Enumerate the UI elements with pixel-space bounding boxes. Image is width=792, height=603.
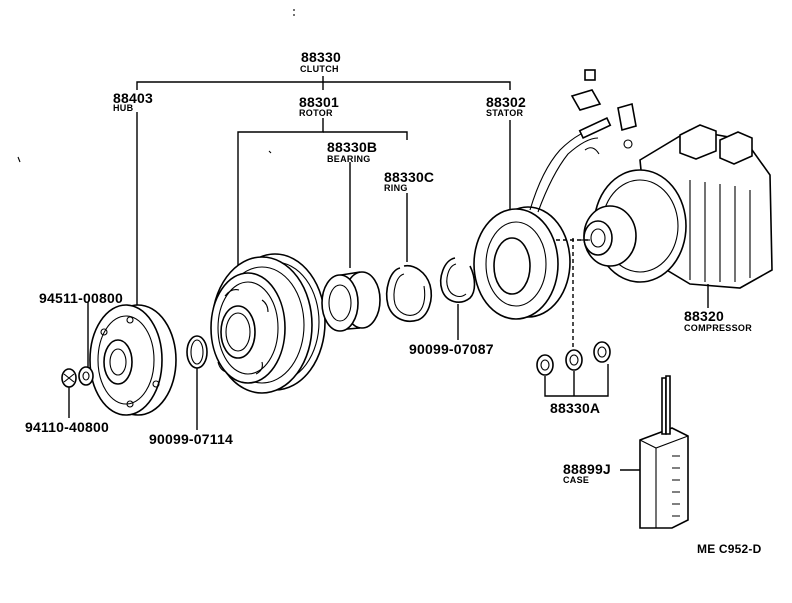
adjusting-shims bbox=[536, 341, 611, 397]
diagram-code: ME C952-D bbox=[697, 542, 762, 556]
wire-connector-hardware bbox=[570, 69, 637, 155]
case-name: CASE bbox=[563, 475, 590, 485]
oil-case bbox=[620, 375, 689, 529]
compressor-body bbox=[580, 124, 773, 308]
hub-name: HUB bbox=[113, 103, 134, 113]
stator-part-number: 88302 bbox=[486, 94, 526, 110]
stator-name: STATOR bbox=[486, 108, 524, 118]
compressor-name: COMPRESSOR bbox=[684, 323, 753, 333]
clutch-hub bbox=[89, 304, 177, 416]
bolt-part-number: 94511-00800 bbox=[39, 290, 123, 306]
rotor-bearing bbox=[321, 271, 381, 332]
snap-ring-hub-part-number: 90099-07114 bbox=[149, 431, 233, 447]
case-part-number: 88899J bbox=[563, 461, 611, 477]
clutch-part-number: 88330 bbox=[301, 49, 341, 65]
shims-part-number: 88330A bbox=[550, 400, 601, 416]
retaining-ring bbox=[385, 264, 433, 322]
bearing-name: BEARING bbox=[327, 154, 371, 164]
rotor-name: ROTOR bbox=[299, 108, 333, 118]
hub-nut bbox=[61, 368, 77, 418]
snap-ring-stator-part-number: 90099-07087 bbox=[409, 341, 494, 357]
ring-part-number: 88330C bbox=[384, 169, 435, 185]
clutch-name: CLUTCH bbox=[300, 64, 339, 74]
snap-ring-small bbox=[186, 335, 208, 430]
clutch-bracket-lines bbox=[136, 76, 511, 318]
hub-bolt bbox=[78, 302, 94, 386]
ring-name: RING bbox=[384, 183, 408, 193]
clutch-rotor bbox=[210, 253, 326, 394]
clutch-stator bbox=[473, 116, 612, 320]
snap-ring-stator bbox=[439, 257, 476, 340]
compressor-part-number: 88320 bbox=[684, 308, 724, 324]
nut-part-number: 94110-40800 bbox=[25, 419, 109, 435]
scan-marks bbox=[17, 9, 295, 163]
rotor-part-number: 88301 bbox=[299, 94, 339, 110]
bearing-part-number: 88330B bbox=[327, 139, 378, 155]
hub-part-number: 88403 bbox=[113, 90, 153, 106]
